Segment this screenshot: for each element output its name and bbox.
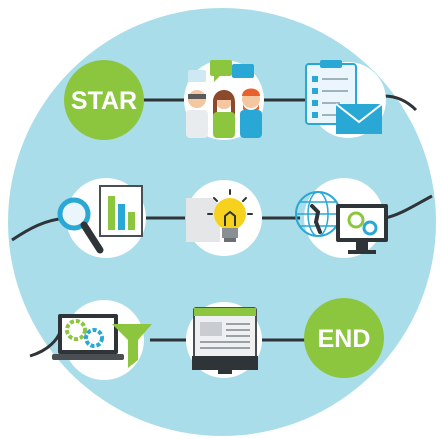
monitor-gears-globe-icon	[295, 191, 388, 254]
lightbulb-idea-icon	[186, 189, 253, 242]
connector-row2	[11, 194, 433, 242]
team-icon	[186, 60, 262, 138]
checklist-node	[305, 60, 386, 138]
laptop-gears-funnel-icon	[52, 314, 152, 368]
analytics-node	[57, 178, 146, 258]
end-label: END	[318, 325, 371, 353]
bar-chart-magnifier-icon	[57, 185, 143, 254]
end-node: END	[304, 298, 384, 378]
webpage-node	[186, 302, 262, 378]
checklist-envelope-icon	[305, 60, 383, 134]
connector-row1	[140, 94, 418, 112]
connectors	[11, 94, 433, 358]
idea-node	[186, 180, 262, 256]
team-node	[184, 60, 264, 140]
web-page-monitor-icon	[192, 307, 258, 374]
start-label: STAR	[71, 87, 137, 115]
start-node: STAR	[64, 60, 144, 140]
monitor-node	[295, 178, 388, 258]
funnel-node	[52, 300, 152, 380]
